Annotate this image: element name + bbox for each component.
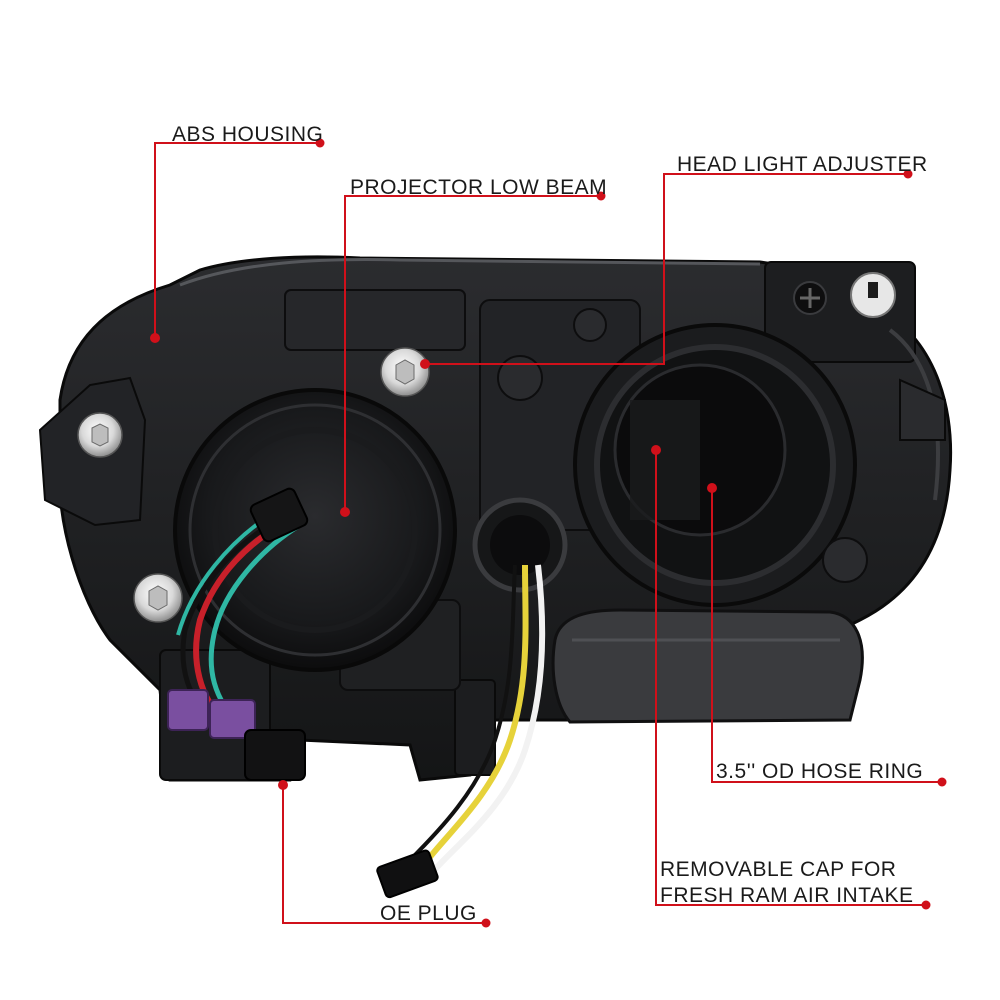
abs-housing-leader: [154, 142, 320, 338]
removable-cap-label: REMOVABLE CAP FOR FRESH RAM AIR INTAKE: [660, 857, 940, 909]
bolt-icon: [77, 412, 123, 458]
removable-cap-part: [551, 608, 864, 724]
dot-icon: [903, 169, 913, 179]
dot-icon: [315, 138, 325, 148]
dot-icon: [937, 777, 947, 787]
abs-housing-label: ABS HOUSING: [172, 123, 324, 146]
bolt-icon: [380, 347, 430, 397]
wiring-harness-left: [167, 487, 309, 781]
hose-ring-leader: [711, 488, 942, 783]
dot-icon: [651, 445, 661, 455]
dot-icon: [596, 191, 606, 201]
removable-cap-leader: [655, 450, 926, 906]
oe-plug-label: OE PLUG: [380, 902, 477, 925]
removable-cap-label-line1: REMOVABLE CAP FOR: [660, 858, 897, 881]
bulb-socket: [472, 308, 868, 593]
callout-dots: [150, 138, 947, 928]
bracket-clip-icon: [850, 272, 896, 318]
projector-low-beam-bowl: [173, 388, 457, 672]
bracket-screw-icon: [793, 281, 827, 315]
dot-icon: [420, 359, 430, 369]
dot-icon: [278, 780, 288, 790]
dot-icon: [150, 333, 160, 343]
removable-cap-label-line2: FRESH RAM AIR INTAKE: [660, 884, 914, 907]
bolt-icon: [133, 573, 183, 623]
hose-ring-opening: [573, 323, 857, 607]
head-light-adjuster-label: HEAD LIGHT ADJUSTER: [677, 153, 928, 176]
dot-icon: [481, 918, 491, 928]
oe-plug-leader: [282, 785, 486, 924]
hose-ring-label: 3.5'' OD HOSE RING: [716, 760, 924, 783]
projector-low-beam-leader: [344, 195, 601, 512]
dot-icon: [707, 483, 717, 493]
callout-lines: [154, 142, 942, 924]
mounting-bolts: [77, 272, 896, 623]
projector-low-beam-label: PROJECTOR LOW BEAM: [350, 176, 608, 199]
dot-icon: [340, 507, 350, 517]
head-light-adjuster-leader: [425, 173, 908, 365]
dot-icon: [921, 900, 931, 910]
wiring-harness-center: [376, 564, 546, 899]
